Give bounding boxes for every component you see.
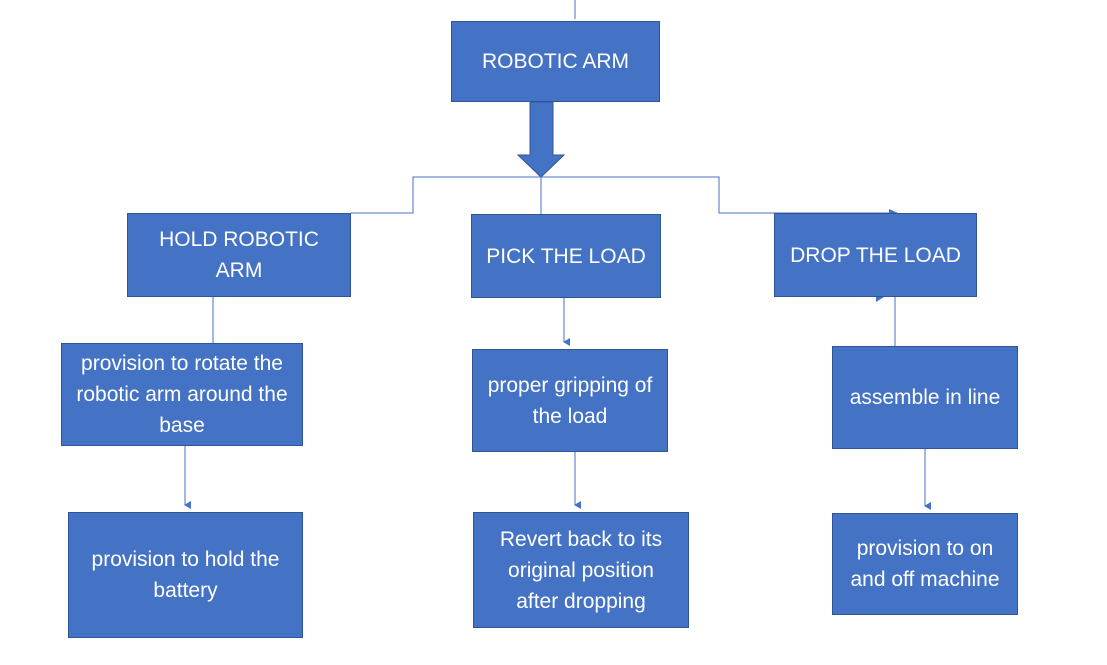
node-hold-battery[interactable]: provision to hold the battery: [68, 512, 303, 638]
node-drop-the-load-label: DROP THE LOAD: [790, 243, 961, 267]
node-revert-position-label: Revert back to its original position aft…: [499, 527, 663, 613]
node-on-off-machine[interactable]: provision to on and off machine: [832, 513, 1018, 615]
node-assemble-in-line[interactable]: assemble in line: [832, 346, 1018, 449]
node-assemble-in-line-label: assemble in line: [849, 386, 1001, 409]
node-hold-battery-label: provision to hold the battery: [91, 548, 280, 602]
node-proper-gripping[interactable]: proper gripping of the load: [472, 349, 668, 452]
node-robotic-arm-label: ROBOTIC ARM: [481, 50, 629, 73]
node-pick-the-load[interactable]: PICK THE LOAD: [471, 214, 661, 298]
node-revert-position[interactable]: Revert back to its original position aft…: [473, 512, 689, 628]
node-robotic-arm[interactable]: ROBOTIC ARM: [451, 21, 660, 102]
node-hold-robotic-arm-label: HOLD ROBOTIC ARM: [159, 228, 319, 282]
node-on-off-machine-label: provision to on and off machine: [850, 537, 1000, 591]
node-provision-rotate[interactable]: provision to rotate the robotic arm arou…: [61, 343, 303, 446]
connector-root-drop: [541, 176, 896, 214]
root-block-arrow: [516, 101, 566, 178]
node-proper-gripping-label: proper gripping of the load: [487, 373, 653, 428]
node-provision-rotate-label: provision to rotate the robotic arm arou…: [76, 352, 288, 437]
node-hold-robotic-arm[interactable]: HOLD ROBOTIC ARM: [127, 213, 351, 297]
node-drop-the-load[interactable]: DROP THE LOAD: [774, 213, 977, 297]
connector-root-hold: [351, 176, 541, 214]
node-pick-the-load-label: PICK THE LOAD: [486, 244, 646, 268]
